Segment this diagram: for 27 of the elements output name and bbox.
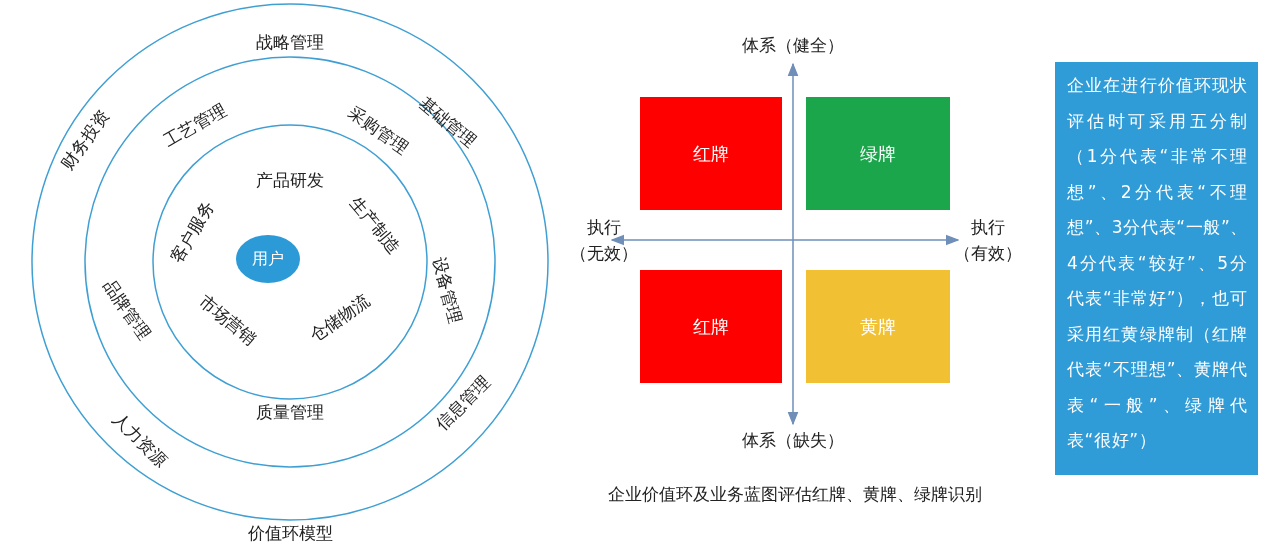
note-box: 企业在进行价值环现状评估时可采用五分制（1分代表“非常不理想”、2分代表“不理想”、3分代表“一般”、4分代表“较好”、5分代表“非常好”），也可采用红黄绿牌制（红牌代表“不理想”、黄牌代表“一般”、绿牌代表“很好”） [1055, 62, 1258, 475]
ring-label: 基础管理 [415, 92, 481, 152]
axis-label: 执行（无效） [570, 216, 638, 265]
ring-label: 客户服务 [166, 197, 218, 267]
ring-label: 信息管理 [431, 371, 495, 435]
ring-label: 仓储物流 [306, 290, 374, 346]
axis-label: 体系（缺失） [742, 429, 844, 451]
status-card: 红牌 [640, 97, 782, 210]
status-card: 红牌 [640, 270, 782, 383]
axis-label: 体系（健全） [742, 34, 844, 56]
status-card: 绿牌 [806, 97, 950, 210]
caption: 价值环模型 [247, 522, 333, 544]
ring-label: 采购管理 [344, 102, 412, 158]
ring-label: 工艺管理 [160, 99, 230, 151]
ring-label: 品牌管理 [99, 276, 155, 344]
ring-label: 设备管理 [428, 254, 466, 326]
user-ellipse: 用户 [236, 235, 300, 283]
ring-label: 财务投资 [57, 106, 113, 174]
status-card: 黄牌 [806, 270, 950, 383]
ring-label: 战略管理 [256, 31, 324, 53]
caption: 企业价值环及业务蓝图评估红牌、黄牌、绿牌识别 [608, 483, 982, 505]
ring-label: 人力资源 [108, 408, 172, 472]
ring-label: 生产制造 [345, 192, 405, 258]
ring-label: 产品研发 [256, 169, 324, 191]
ring-label: 市场营销 [195, 290, 261, 350]
ring-label: 质量管理 [256, 401, 324, 423]
axis-label: 执行（有效） [954, 216, 1022, 265]
